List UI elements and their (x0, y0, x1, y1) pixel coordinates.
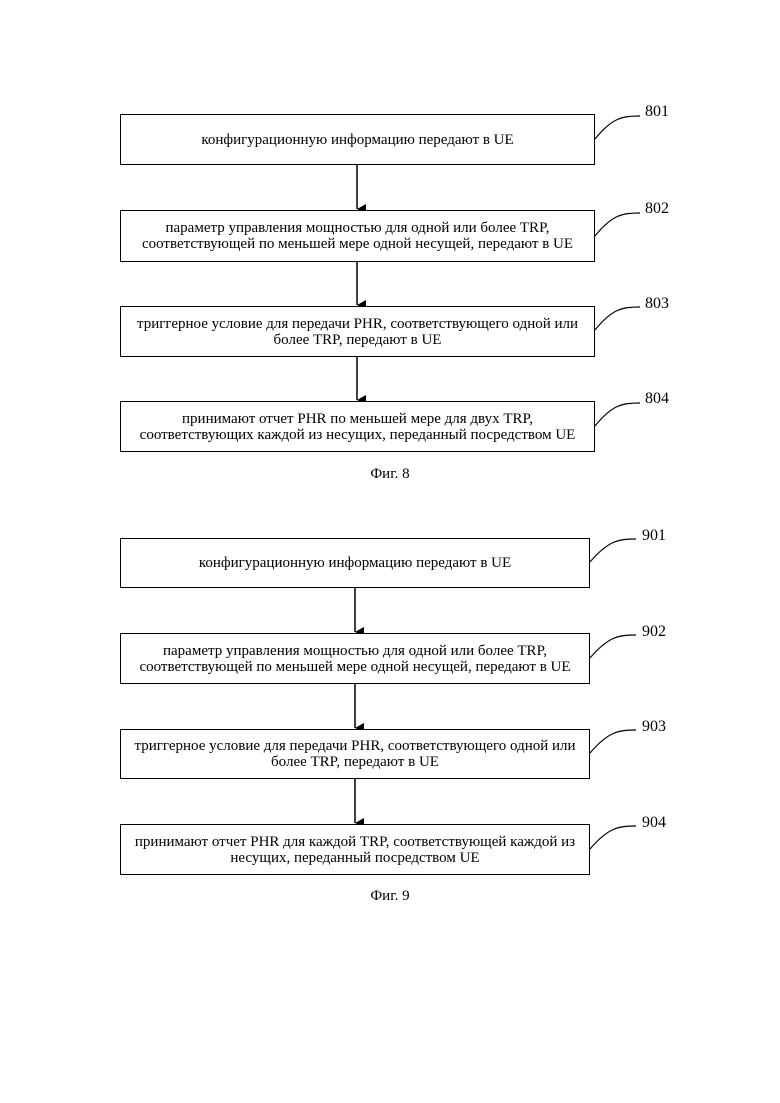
leader-line-902 (590, 635, 636, 658)
leader-line-803 (595, 307, 640, 330)
leader-line-904 (590, 826, 636, 849)
step-text-904: принимают отчет PHR для каждой TRP, соот… (129, 834, 581, 866)
figure-9-caption: Фиг. 9 (330, 887, 450, 905)
step-text-901: конфигурационную информацию передают в U… (199, 555, 511, 571)
figure-8-caption: Фиг. 8 (330, 465, 450, 483)
figure-8-flowchart: конфигурационную информацию передают в U… (0, 0, 780, 500)
step-box-904: принимают отчет PHR для каждой TRP, соот… (120, 824, 590, 875)
leader-line-802 (595, 213, 640, 236)
ref-numeral-802: 802 (645, 200, 669, 218)
step-box-903: триггерное условие для передачи PHR, соо… (120, 729, 590, 779)
step-text-903: триггерное условие для передачи PHR, соо… (129, 738, 581, 770)
leader-line-903 (590, 730, 636, 753)
ref-numeral-903: 903 (642, 718, 666, 736)
step-text-801: конфигурационную информацию передают в U… (201, 132, 513, 148)
leader-line-804 (595, 403, 640, 426)
step-text-803: триггерное условие для передачи PHR, соо… (129, 316, 586, 348)
ref-numeral-904: 904 (642, 814, 666, 832)
ref-numeral-804: 804 (645, 390, 669, 408)
ref-numeral-803: 803 (645, 295, 669, 313)
step-box-801: конфигурационную информацию передают в U… (120, 114, 595, 165)
ref-numeral-901: 901 (642, 527, 666, 545)
leader-line-801 (595, 116, 640, 139)
step-box-803: триггерное условие для передачи PHR, соо… (120, 306, 595, 357)
step-box-902: параметр управления мощностью для одной … (120, 633, 590, 684)
ref-numeral-801: 801 (645, 103, 669, 121)
step-box-802: параметр управления мощностью для одной … (120, 210, 595, 262)
step-text-802: параметр управления мощностью для одной … (129, 220, 586, 252)
ref-numeral-902: 902 (642, 623, 666, 641)
step-text-902: параметр управления мощностью для одной … (129, 643, 581, 675)
step-box-804: принимают отчет PHR по меньшей мере для … (120, 401, 595, 452)
step-text-804: принимают отчет PHR по меньшей мере для … (129, 411, 586, 443)
leader-line-901 (590, 539, 636, 562)
figure-9-flowchart: конфигурационную информацию передают в U… (0, 500, 780, 920)
step-box-901: конфигурационную информацию передают в U… (120, 538, 590, 588)
